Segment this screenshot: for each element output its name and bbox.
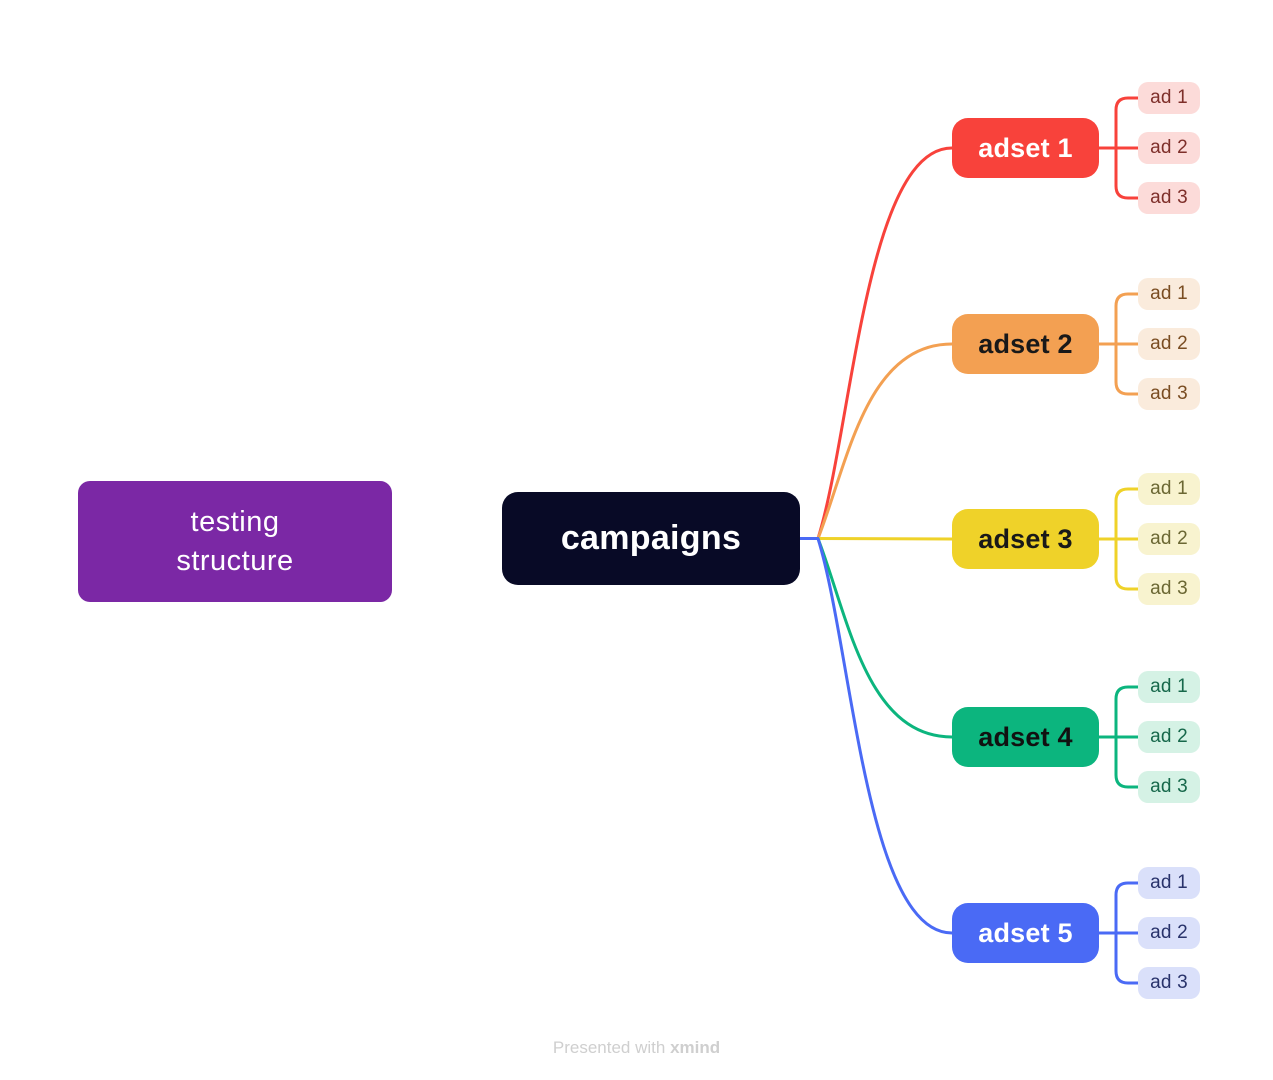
topic-adset-3-ad-1[interactable]: ad 1: [1138, 473, 1200, 505]
connector-campaigns-adset-4: [798, 537, 954, 739]
connector-adset-1-ads: [1097, 96, 1140, 200]
ad-label: ad 2: [1150, 528, 1188, 549]
topic-adset-2-ad-1[interactable]: ad 1: [1138, 278, 1200, 310]
watermark-brand: xmind: [670, 1038, 721, 1057]
topic-adset-5-ad-2[interactable]: ad 2: [1138, 917, 1200, 949]
ad-label: ad 2: [1150, 137, 1188, 158]
ad-label: ad 2: [1150, 922, 1188, 943]
ad-label: ad 1: [1150, 478, 1188, 499]
connector-adset-5-ads: [1097, 881, 1140, 985]
topic-adset-4[interactable]: adset 4: [952, 707, 1099, 767]
topic-adset-2-ad-3[interactable]: ad 3: [1138, 378, 1200, 410]
watermark: Presented with xmind: [0, 1038, 1273, 1058]
ad-label: ad 2: [1150, 726, 1188, 747]
topic-adset-3[interactable]: adset 3: [952, 509, 1099, 569]
topic-adset-5[interactable]: adset 5: [952, 903, 1099, 963]
ad-label: ad 1: [1150, 676, 1188, 697]
ad-label: ad 2: [1150, 333, 1188, 354]
connector-adset-2-ads: [1097, 292, 1140, 396]
ad-label: ad 3: [1150, 187, 1188, 208]
connector-adset-4-ads: [1097, 685, 1140, 789]
connector-campaigns-adset-1: [798, 146, 954, 540]
topic-adset-1[interactable]: adset 1: [952, 118, 1099, 178]
ad-label: ad 3: [1150, 578, 1188, 599]
topic-adset-2-label: adset 2: [978, 328, 1073, 359]
connector-campaigns-adset-3: [798, 537, 954, 541]
topic-adset-4-ad-2[interactable]: ad 2: [1138, 721, 1200, 753]
topic-adset-2-ad-2[interactable]: ad 2: [1138, 328, 1200, 360]
ad-label: ad 3: [1150, 383, 1188, 404]
topic-adset-5-label: adset 5: [978, 917, 1073, 948]
ad-label: ad 3: [1150, 776, 1188, 797]
topic-adset-4-ad-3[interactable]: ad 3: [1138, 771, 1200, 803]
topic-adset-4-label: adset 4: [978, 721, 1073, 752]
topic-adset-3-ad-3[interactable]: ad 3: [1138, 573, 1200, 605]
ad-label: ad 1: [1150, 872, 1188, 893]
topic-campaigns[interactable]: campaigns: [502, 492, 800, 585]
topic-testing-structure[interactable]: testing structure: [78, 481, 392, 602]
topic-adset-3-ad-2[interactable]: ad 2: [1138, 523, 1200, 555]
topic-adset-3-label: adset 3: [978, 523, 1073, 554]
connector-adset-3-ads: [1097, 487, 1140, 591]
topic-adset-2[interactable]: adset 2: [952, 314, 1099, 374]
topic-adset-5-ad-1[interactable]: ad 1: [1138, 867, 1200, 899]
topic-testing-structure-label: testing structure: [176, 506, 294, 577]
connector-campaigns-adset-2: [798, 342, 954, 540]
topic-adset-1-ad-1[interactable]: ad 1: [1138, 82, 1200, 114]
topic-adset-1-ad-2[interactable]: ad 2: [1138, 132, 1200, 164]
ad-label: ad 1: [1150, 283, 1188, 304]
connector-campaigns-adset-5: [798, 537, 954, 935]
topic-adset-4-ad-1[interactable]: ad 1: [1138, 671, 1200, 703]
ad-label: ad 3: [1150, 972, 1188, 993]
topic-adset-1-ad-3[interactable]: ad 3: [1138, 182, 1200, 214]
ad-label: ad 1: [1150, 87, 1188, 108]
topic-campaigns-label: campaigns: [560, 519, 742, 557]
topic-adset-5-ad-3[interactable]: ad 3: [1138, 967, 1200, 999]
topic-adset-1-label: adset 1: [978, 132, 1073, 163]
watermark-prefix: Presented with: [552, 1038, 666, 1057]
